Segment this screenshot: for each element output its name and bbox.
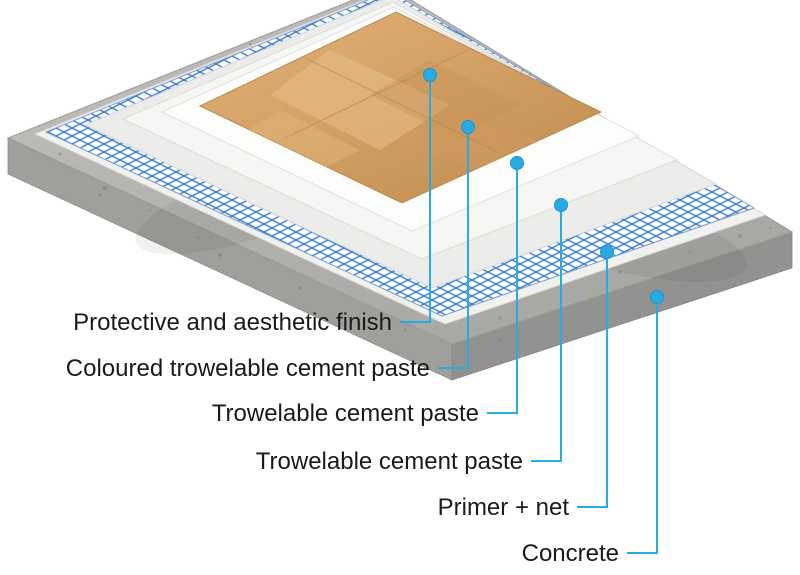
finish-texture bbox=[240, 47, 545, 175]
connector-paste-1 bbox=[487, 163, 518, 414]
label-protective-finish: Protective and aesthetic finish bbox=[73, 309, 392, 336]
connector-concrete bbox=[627, 297, 658, 554]
marker-dot-concrete bbox=[650, 290, 664, 304]
connector-paste-2 bbox=[531, 205, 562, 462]
marker-dot-coloured-paste bbox=[461, 120, 475, 134]
connector-primer-net bbox=[577, 252, 608, 508]
finish-seam bbox=[284, 47, 473, 139]
label-primer-net: Primer + net bbox=[438, 494, 570, 521]
marker-dots bbox=[423, 68, 664, 304]
connector-finish bbox=[400, 75, 431, 323]
labels: Protective and aesthetic finish Coloured… bbox=[66, 309, 619, 567]
label-paste-2: Trowelable cement paste bbox=[256, 448, 523, 475]
layer-finish bbox=[198, 11, 603, 204]
label-paste-1: Trowelable cement paste bbox=[212, 400, 479, 427]
connectors bbox=[400, 75, 658, 554]
marker-dot-paste-1 bbox=[510, 156, 524, 170]
concrete-speckles bbox=[58, 42, 772, 342]
label-coloured-paste: Coloured trowelable cement paste bbox=[66, 355, 430, 382]
marker-dot-finish bbox=[423, 68, 437, 82]
marker-dot-paste-2 bbox=[554, 198, 568, 212]
label-concrete: Concrete bbox=[522, 540, 619, 567]
connector-coloured-paste bbox=[438, 127, 469, 369]
marker-dot-primer-net bbox=[600, 245, 614, 259]
